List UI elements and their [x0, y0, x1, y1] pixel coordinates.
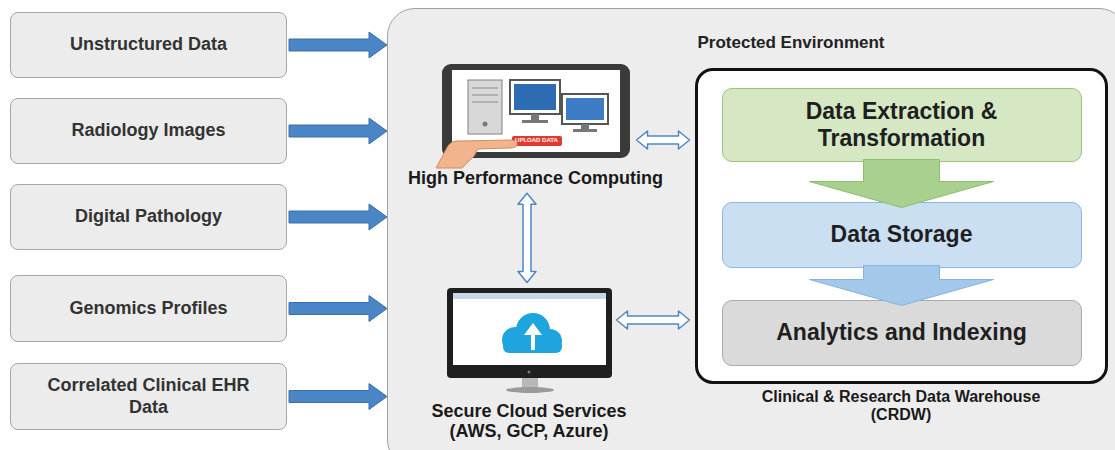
- source-box: Digital Pathology: [10, 184, 287, 250]
- node-label: Data Storage: [831, 221, 973, 247]
- flow-arrow: [810, 160, 994, 208]
- node-caption: Clinical & Research Data Warehouse (CRDW…: [736, 388, 1066, 425]
- node-label: Digital Pathology: [75, 206, 222, 228]
- node-label: Radiology Images: [71, 120, 225, 142]
- node-caption: Secure Cloud Services (AWS, GCP, Azure): [409, 401, 649, 442]
- input-arrow: [289, 296, 387, 322]
- input-arrow: [289, 32, 387, 58]
- input-arrow: [289, 384, 387, 410]
- exchange-arrow: [518, 193, 536, 282]
- node-caption: High Performance Computing: [408, 168, 663, 189]
- storage-box: Data Storage: [722, 202, 1082, 268]
- source-box: Correlated Clinical EHR Data: [10, 363, 287, 430]
- flow-arrow: [810, 266, 994, 306]
- node-label: Protected Environment: [641, 33, 941, 53]
- process-box: Analytics and Indexing: [722, 300, 1082, 366]
- node-label: Analytics and Indexing: [776, 319, 1027, 345]
- exchange-arrow: [637, 131, 690, 149]
- node-label: Data Extraction & Transformation: [737, 98, 1067, 151]
- node-label: Genomics Profiles: [69, 298, 227, 320]
- source-box: Unstructured Data: [10, 12, 287, 78]
- exchange-arrow: [617, 311, 690, 329]
- input-arrow: [289, 118, 387, 144]
- button-label: UPLOAD DATA: [512, 135, 562, 145]
- node-label: Correlated Clinical EHR Data: [29, 375, 268, 418]
- node-label: Unstructured Data: [70, 34, 227, 56]
- warehouse-box: Clinical & Research Data Warehouse (CRDW…: [695, 68, 1108, 384]
- process-box: Data Extraction & Transformation: [722, 88, 1082, 162]
- source-box: Radiology Images: [10, 98, 287, 164]
- source-box: Genomics Profiles: [10, 275, 287, 342]
- input-arrow: [289, 204, 387, 230]
